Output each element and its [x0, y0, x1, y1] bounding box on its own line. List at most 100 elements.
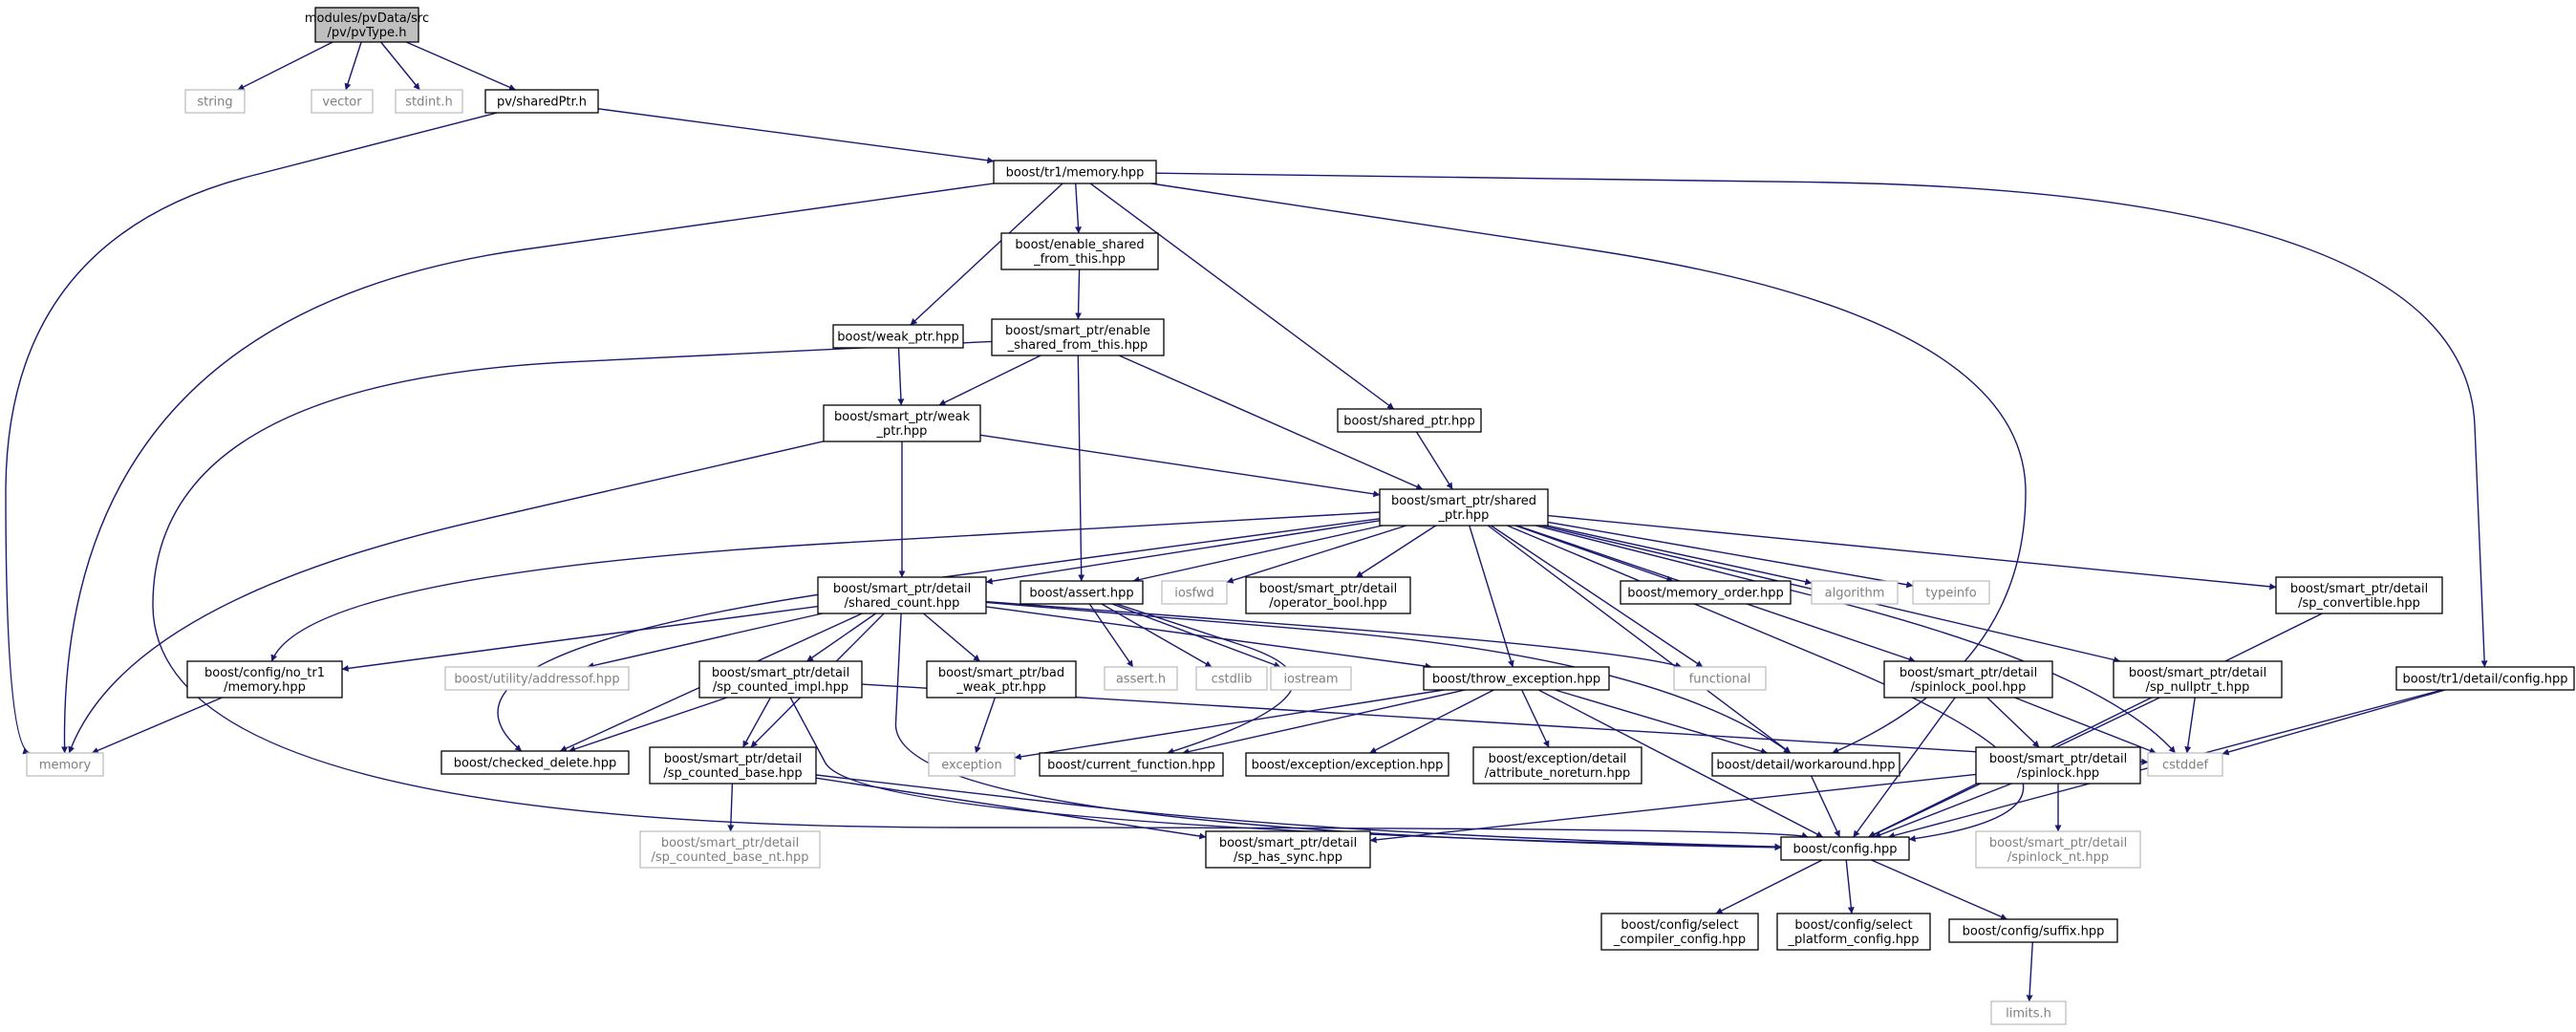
edge-sp_counted_impl-to-checked_delete	[569, 697, 728, 753]
edge-throw_exception-to-current_function	[1182, 689, 1466, 755]
node-label: boost/checked_delete.hpp	[454, 757, 617, 771]
edge-assert-to-assert_h	[1088, 603, 1134, 668]
edge-tr1_detail_config-to-cstddef	[2222, 689, 2446, 756]
edge-root-to-stdint	[380, 41, 420, 91]
node-shared-ptr[interactable]: boost/shared_ptr.hpp	[1337, 408, 1482, 433]
node-label: boost/assert.hpp	[1029, 587, 1133, 601]
node-label: string	[197, 96, 232, 110]
node-sp-counted-base[interactable]: boost/smart_ptr/detail/sp_counted_base.h…	[649, 746, 817, 785]
edge-sp_shared_count-to-sp_counted_impl	[806, 613, 876, 662]
edge-assert-to-cstdlib	[1101, 603, 1213, 668]
edge-sharedPtr-to-tr1memory	[597, 108, 995, 164]
node-exception-exception[interactable]: boost/exception/exception.hpp	[1245, 752, 1449, 777]
edge-no_tr1_memory-to-memory	[91, 697, 223, 754]
edge-sp_convertible-to-config	[1868, 613, 2323, 838]
edge-config-to-select_platform	[1845, 859, 1855, 914]
node-label: boost/smart_ptr/detail	[1259, 582, 1397, 596]
edge-config-to-suffix	[1871, 859, 2007, 920]
node-label: /spinlock_pool.hpp	[1911, 680, 2027, 695]
node-sp-nullptr-t[interactable]: boost/smart_ptr/detail/sp_nullptr_t.hpp	[2113, 660, 2283, 699]
node-vector: vector	[311, 89, 374, 114]
node-select-platform[interactable]: boost/config/select_platform_config.hpp	[1776, 913, 1931, 951]
node-label: /pv/pvType.h	[328, 26, 407, 40]
node-sp-shared-count[interactable]: boost/smart_ptr/detail/shared_count.hpp	[817, 576, 987, 614]
node-label: _shared_from_this.hpp	[1007, 338, 1148, 353]
node-label: /spinlock.hpp	[2017, 766, 2099, 781]
node-spinlock[interactable]: boost/smart_ptr/detail/spinlock.hpp	[1975, 746, 2141, 785]
node-label: boost/smart_ptr/shared	[1391, 494, 1536, 508]
node-label: /memory.hpp	[224, 680, 306, 695]
node-weak-ptr[interactable]: boost/weak_ptr.hpp	[832, 324, 964, 349]
edge-spinlock_pool-to-cstddef	[2014, 697, 2157, 754]
node-label: /sp_counted_base_nt.hpp	[651, 850, 808, 865]
node-label: boost/throw_exception.hpp	[1432, 673, 1600, 687]
node-iosfwd: iosfwd	[1161, 580, 1228, 605]
node-suffix[interactable]: boost/config/suffix.hpp	[1948, 918, 2118, 943]
node-workaround[interactable]: boost/detail/workaround.hpp	[1711, 752, 1900, 777]
edge-sp_enable_shared-to-sp_shared_ptr	[1118, 355, 1424, 490]
node-memory-order[interactable]: boost/memory_order.hpp	[1620, 580, 1792, 605]
node-assert[interactable]: boost/assert.hpp	[1020, 580, 1144, 605]
node-label: boost/config/select	[1621, 918, 1738, 933]
node-attribute-noreturn[interactable]: boost/exception/detail/attribute_noretur…	[1472, 746, 1642, 785]
node-spinlock-pool[interactable]: boost/smart_ptr/detail/spinlock_pool.hpp	[1883, 660, 2053, 699]
edge-sp_counted_base-to-sp_counted_base_nt	[727, 783, 735, 832]
node-sp-convertible[interactable]: boost/smart_ptr/detail/sp_convertible.hp…	[2275, 576, 2443, 614]
node-tr1memory[interactable]: boost/tr1/memory.hpp	[993, 160, 1157, 184]
node-label: boost/smart_ptr/detail	[1989, 752, 2127, 766]
node-bad-weak-ptr[interactable]: boost/smart_ptr/bad_weak_ptr.hpp	[926, 660, 1077, 699]
node-label: boost/smart_ptr/enable	[1005, 324, 1150, 338]
edge-sp_enable_shared-to-sp_weak_ptr	[938, 355, 1041, 406]
node-memory: memory	[26, 752, 104, 777]
node-sp-counted-impl[interactable]: boost/smart_ptr/detail/sp_counted_impl.h…	[698, 660, 863, 699]
node-label: boost/utility/addressof.hpp	[454, 673, 619, 687]
node-operator-bool[interactable]: boost/smart_ptr/detail/operator_bool.hpp	[1245, 576, 1411, 614]
edge-assert-to-current_function	[1116, 603, 1295, 755]
node-root[interactable]: modules/pvData/src/pv/pvType.h	[305, 7, 429, 43]
node-label: cstddef	[2162, 759, 2209, 773]
edge-root-to-string	[237, 41, 333, 91]
edge-sp_shared_count-to-addressof	[587, 613, 823, 669]
node-sp-shared-ptr[interactable]: boost/smart_ptr/shared_ptr.hpp	[1379, 488, 1549, 527]
node-label: boost/enable_shared	[1015, 238, 1144, 252]
node-checked-delete[interactable]: boost/checked_delete.hpp	[440, 750, 630, 775]
edge-sp_shared_count-to-functional	[985, 600, 1683, 669]
edge-sp_shared_ptr-to-sp_convertible	[1547, 514, 2277, 591]
edge-sp_shared_ptr-to-typeinfo	[1547, 521, 1914, 589]
node-throw-exception[interactable]: boost/throw_exception.hpp	[1423, 666, 1610, 691]
node-algorithm: algorithm	[1811, 580, 1899, 605]
node-current-function[interactable]: boost/current_function.hpp	[1039, 752, 1224, 777]
edge-suffix-to-limits	[2026, 941, 2033, 1002]
node-label: /sp_counted_impl.hpp	[713, 680, 848, 695]
node-label: boost/smart_ptr/bad	[938, 666, 1064, 680]
node-label: _ptr.hpp	[1438, 508, 1490, 523]
edge-tr1memory-to-tr1_detail_config	[1155, 172, 2488, 668]
node-label: _platform_config.hpp	[1788, 933, 1920, 947]
edge-tr1memory-to-shared_ptr	[1089, 183, 1395, 410]
node-config[interactable]: boost/config.hpp	[1780, 836, 1910, 861]
node-label: typeinfo	[1925, 587, 1976, 601]
edge-throw_exception-to-attribute_noreturn	[1521, 689, 1550, 748]
node-sp-weak-ptr[interactable]: boost/smart_ptr/weak_ptr.hpp	[823, 404, 981, 442]
node-sharedPtr[interactable]: pv/sharedPtr.h	[484, 89, 599, 114]
node-label: boost/smart_ptr/detail	[1989, 836, 2127, 850]
node-limits: limits.h	[1990, 1000, 2067, 1025]
edge-throw_exception-to-config	[1537, 689, 1824, 838]
node-no-tr1-memory[interactable]: boost/config/no_tr1/memory.hpp	[186, 660, 343, 699]
edge-sp_shared_ptr-to-operator_bool	[1355, 525, 1437, 578]
node-enable-shared[interactable]: boost/enable_shared_from_this.hpp	[1000, 232, 1159, 270]
edge-root-to-sharedPtr	[405, 41, 516, 91]
node-stdint: stdint.h	[395, 89, 463, 114]
node-label: /shared_count.hpp	[845, 596, 960, 611]
node-select-compiler[interactable]: boost/config/select_compiler_config.hpp	[1600, 913, 1759, 951]
node-tr1-detail-config[interactable]: boost/tr1/detail/config.hpp	[2395, 666, 2575, 691]
node-sp-enable-shared[interactable]: boost/smart_ptr/enable_shared_from_this.…	[991, 318, 1165, 356]
node-label: algorithm	[1825, 587, 1885, 601]
node-label: boost/config/suffix.hpp	[1963, 925, 2105, 939]
node-label: /sp_counted_base.hpp	[663, 766, 802, 781]
node-sp-has-sync[interactable]: boost/smart_ptr/detail/sp_has_sync.hpp	[1205, 830, 1371, 869]
node-label: boost/config.hpp	[1792, 843, 1897, 857]
node-string: string	[184, 89, 246, 114]
node-label: boost/smart_ptr/detail	[661, 836, 799, 850]
